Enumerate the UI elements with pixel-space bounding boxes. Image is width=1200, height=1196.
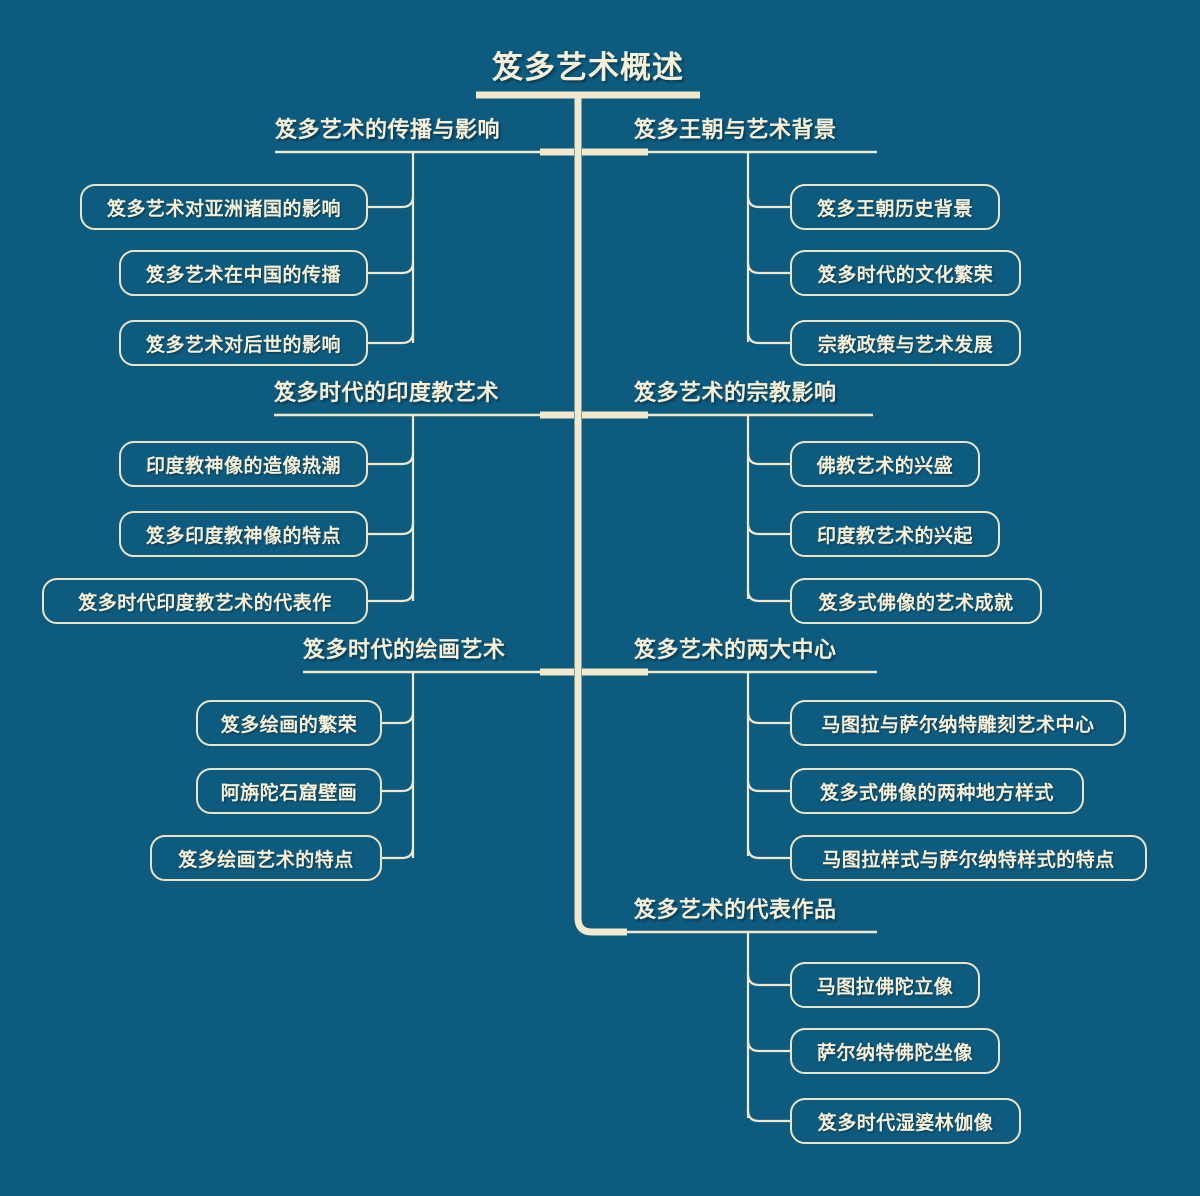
leaf-node[interactable]: 笈多王朝历史背景	[790, 184, 1000, 230]
leaf-connector-two-centers-2	[746, 846, 790, 860]
leaf-connector-painting-art-0	[382, 711, 415, 725]
leaf-connector-masterpieces-1	[746, 1039, 790, 1053]
leaf-node[interactable]: 佛教艺术的兴盛	[790, 441, 980, 487]
leaf-node[interactable]: 印度教神像的造像热潮	[119, 441, 368, 487]
branch-title-dynasty-background: 笈多王朝与艺术背景	[634, 118, 837, 143]
leaf-connector-dynasty-background-1	[746, 261, 790, 275]
leaf-connector-dynasty-background-2	[746, 331, 790, 345]
branch-title-spread-influence: 笈多艺术的传播与影响	[275, 118, 501, 143]
leaf-connector-painting-art-2	[382, 846, 415, 860]
leaf-connector-religious-influence-1	[746, 522, 790, 536]
leaf-connector-religious-influence-2	[746, 589, 790, 603]
leaf-node[interactable]: 笈多时代湿婆林伽像	[790, 1098, 1021, 1144]
leaf-node[interactable]: 笈多艺术对亚洲诸国的影响	[80, 184, 368, 230]
branch-title-hindu-art: 笈多时代的印度教艺术	[274, 381, 500, 406]
leaf-connector-two-centers-0	[746, 711, 790, 725]
leaf-node[interactable]: 笈多艺术对后世的影响	[119, 320, 368, 366]
leaf-node[interactable]: 阿旃陀石窟壁画	[196, 768, 382, 814]
leaf-connector-dynasty-background-0	[746, 195, 790, 209]
leaf-connector-hindu-art-0	[368, 452, 415, 466]
leaf-connector-spread-influence-0	[368, 195, 415, 209]
root-title: 笈多艺术概述	[492, 50, 684, 86]
leaf-node[interactable]: 笈多艺术在中国的传播	[119, 250, 368, 296]
branch-title-painting-art: 笈多时代的绘画艺术	[303, 638, 506, 663]
branch-title-two-centers: 笈多艺术的两大中心	[634, 638, 837, 663]
leaf-node[interactable]: 萨尔纳特佛陀坐像	[790, 1028, 1000, 1074]
leaf-node[interactable]: 马图拉样式与萨尔纳特样式的特点	[790, 835, 1147, 881]
center-spine	[574, 95, 627, 936]
leaf-connector-masterpieces-2	[746, 1109, 790, 1123]
leaf-connector-masterpieces-0	[746, 973, 790, 987]
branch-title-masterpieces: 笈多艺术的代表作品	[634, 898, 837, 923]
leaf-node[interactable]: 笈多时代的文化繁荣	[790, 250, 1021, 296]
leaf-connector-two-centers-1	[746, 779, 790, 793]
leaf-node[interactable]: 笈多绘画艺术的特点	[150, 835, 382, 881]
leaf-connector-hindu-art-1	[368, 522, 415, 536]
branch-title-religious-influence: 笈多艺术的宗教影响	[634, 381, 837, 406]
leaf-node[interactable]: 笈多印度教神像的特点	[119, 511, 368, 557]
leaf-connector-hindu-art-2	[368, 589, 415, 603]
leaf-connector-religious-influence-0	[746, 452, 790, 466]
leaf-node[interactable]: 马图拉与萨尔纳特雕刻艺术中心	[790, 700, 1126, 746]
leaf-connector-spread-influence-2	[368, 331, 415, 345]
leaf-node[interactable]: 宗教政策与艺术发展	[790, 320, 1021, 366]
leaf-connector-painting-art-1	[382, 779, 415, 793]
leaf-node[interactable]: 笈多式佛像的两种地方样式	[790, 768, 1084, 814]
leaf-node[interactable]: 马图拉佛陀立像	[790, 962, 980, 1008]
leaf-node[interactable]: 笈多绘画的繁荣	[196, 700, 382, 746]
leaf-connector-spread-influence-1	[368, 261, 415, 275]
leaf-node[interactable]: 印度教艺术的兴起	[790, 511, 1000, 557]
leaf-node[interactable]: 笈多式佛像的艺术成就	[790, 578, 1042, 624]
leaf-node[interactable]: 笈多时代印度教艺术的代表作	[42, 578, 368, 624]
